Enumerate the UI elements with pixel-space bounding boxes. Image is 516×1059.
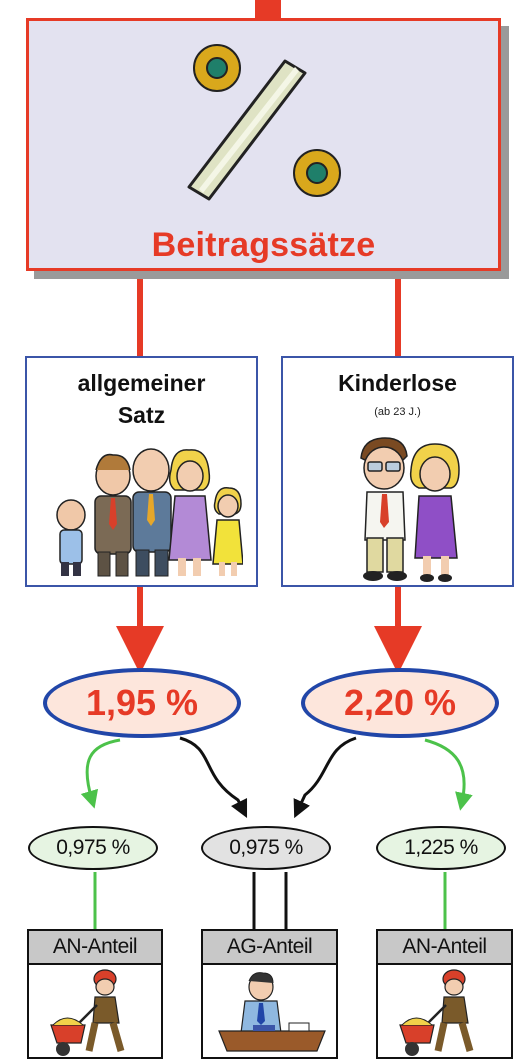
share-box-an-general: AN-Anteil (27, 929, 163, 1059)
share-label: AN-Anteil (29, 931, 161, 965)
split-value: 0,975 % (56, 836, 130, 859)
worker-wheelbarrow-icon (50, 969, 125, 1056)
share-box-ag: AG-Anteil (201, 929, 338, 1059)
arrow-rate-left-to-ag (179, 736, 248, 819)
rate-value: 1,95 % (85, 682, 199, 723)
split-value: 1,225 % (404, 836, 478, 859)
header-title: Beitragssätze (151, 226, 376, 264)
childless-rate-card: Kinderlose (ab 23 J.) (281, 356, 514, 587)
worker-wheelbarrow-icon (399, 969, 474, 1056)
share-label: AN-Anteil (378, 931, 511, 965)
contribution-rates-header: Beitragssätze (26, 18, 501, 271)
arrow-rate-left-to-an (80, 738, 121, 809)
connector-header-right-card (395, 275, 401, 357)
card-subtitle: (ab 23 J.) (374, 406, 421, 418)
split-oval-an-childless: 1,225 % (376, 826, 506, 870)
percent-sign-icon (187, 44, 341, 201)
share-label: AG-Anteil (203, 931, 336, 965)
connector-header-left-card (137, 275, 143, 357)
share-box-an-childless: AN-Anteil (376, 929, 513, 1059)
split-oval-ag: 0,975 % (201, 826, 331, 870)
rate-oval-general: 1,95 % (43, 668, 241, 738)
family-illustration (56, 448, 243, 577)
rate-oval-childless: 2,20 % (301, 668, 499, 738)
rate-value: 2,20 % (343, 682, 457, 723)
split-value: 0,975 % (229, 836, 303, 859)
split-oval-an-general: 0,975 % (28, 826, 158, 870)
card-title-line1: Kinderlose (338, 370, 457, 396)
card-title-line2: Satz (117, 402, 166, 428)
arrow-rate-right-to-an (424, 738, 473, 811)
couple-illustration (360, 437, 460, 582)
employer-desk-icon (218, 972, 326, 1052)
card-title-line1: allgemeiner (77, 370, 206, 396)
general-rate-card: allgemeiner Satz (25, 356, 258, 587)
header-top-connector (255, 0, 281, 20)
arrow-rate-right-to-ag (293, 736, 357, 819)
